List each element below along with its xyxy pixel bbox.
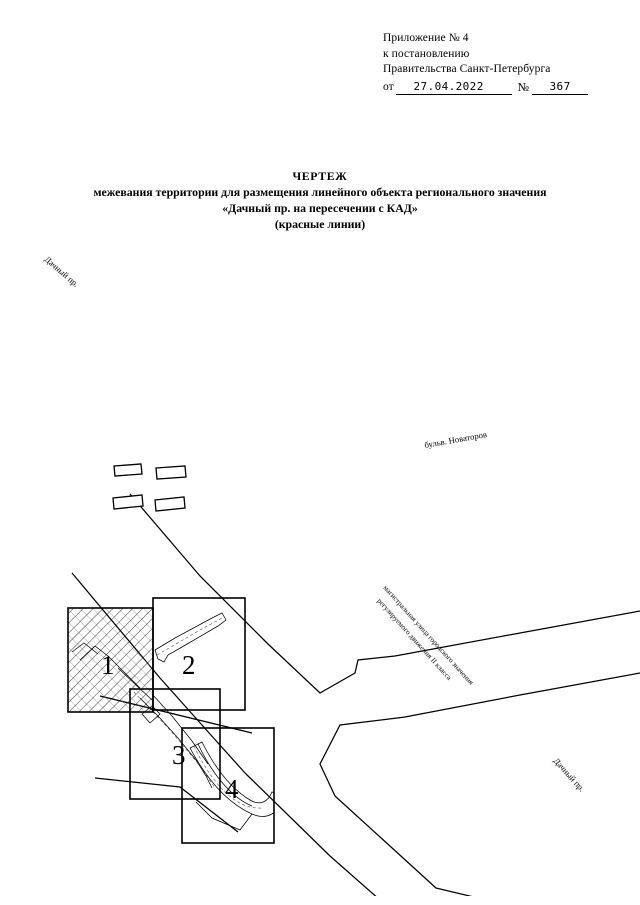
label-novatorov: бульв. Новаторов bbox=[424, 429, 488, 450]
zoom-box-1-label: 1 bbox=[101, 650, 115, 680]
parcel-4-centerline bbox=[193, 745, 263, 809]
zoom-box-3-label: 3 bbox=[172, 740, 186, 770]
label-highway-class-line2: регулируемого движения II класса bbox=[376, 596, 455, 682]
building-2 bbox=[155, 465, 187, 480]
zoom-box-group: 1 2 3 4 bbox=[67, 597, 275, 844]
drawing-canvas: 1 2 3 4 Дачный пр. бульв. Новаторов маги… bbox=[43, 254, 640, 896]
zoom-box-4-label: 4 bbox=[225, 774, 239, 804]
approval-line: от 27.04.2022 № 367 bbox=[383, 79, 598, 95]
appendix-number: Приложение № 4 bbox=[383, 32, 469, 44]
parcel-4-tail bbox=[195, 801, 253, 831]
appendix-to-decree: к постановлению bbox=[383, 47, 470, 60]
road-side-edge-lower bbox=[94, 777, 239, 833]
parcel-2-content bbox=[154, 612, 227, 663]
title-line-3: «Дачный пр. на пересечении с КАД» bbox=[222, 201, 418, 215]
parcel-4-curve-outer bbox=[189, 741, 274, 817]
decree-number: 367 bbox=[532, 79, 589, 95]
parcel-3-centerline bbox=[133, 691, 216, 789]
date-label: от bbox=[383, 80, 394, 93]
parcel-2-centerline bbox=[156, 616, 225, 656]
zoom-box-2[interactable] bbox=[152, 597, 246, 711]
zoom-box-4[interactable] bbox=[181, 727, 275, 844]
title-line-1: ЧЕРТЕЖ bbox=[292, 169, 348, 183]
building-group bbox=[112, 463, 187, 512]
road-main-corridor-lower-edge bbox=[244, 772, 377, 896]
page-title: ЧЕРТЕЖ межевания территории для размещен… bbox=[0, 168, 640, 232]
building-3 bbox=[112, 494, 144, 510]
road-network bbox=[71, 493, 640, 896]
appendix-government: Правительства Санкт-Петербурга bbox=[383, 63, 551, 75]
label-dachny-top: Дачный пр. bbox=[43, 254, 81, 289]
date-rule bbox=[501, 94, 512, 95]
parcel-2-strip bbox=[154, 612, 227, 663]
zoom-box-1[interactable] bbox=[67, 607, 154, 713]
label-highway-class-line1: магистральная улица городского значения bbox=[382, 583, 477, 687]
survey-drawing: 1 2 3 4 Дачный пр. бульв. Новаторов маги… bbox=[0, 236, 640, 896]
number-sign: № bbox=[517, 79, 530, 94]
zoom-box-3[interactable] bbox=[129, 688, 221, 800]
building-1 bbox=[113, 463, 143, 477]
parcel-4-content bbox=[189, 741, 274, 831]
title-line-4: (красные линии) bbox=[274, 217, 366, 231]
road-novatorov-lower-edge bbox=[319, 672, 640, 797]
road-dachny-northeast-edge bbox=[129, 493, 640, 694]
zoom-box-2-label: 2 bbox=[182, 650, 196, 680]
label-dachny-bottom: Дачный пр. bbox=[552, 756, 587, 794]
parcel-3-outline bbox=[139, 697, 213, 789]
road-main-corridor-upper-edge bbox=[334, 795, 473, 896]
appendix-header: Приложение № 4 к постановлению Правитель… bbox=[383, 31, 598, 95]
building-4 bbox=[154, 496, 186, 512]
parcel-4-curve-inner bbox=[197, 743, 253, 807]
decree-date: 27.04.2022 bbox=[395, 79, 502, 95]
title-line-2: межевания территории для размещения лине… bbox=[93, 185, 547, 199]
